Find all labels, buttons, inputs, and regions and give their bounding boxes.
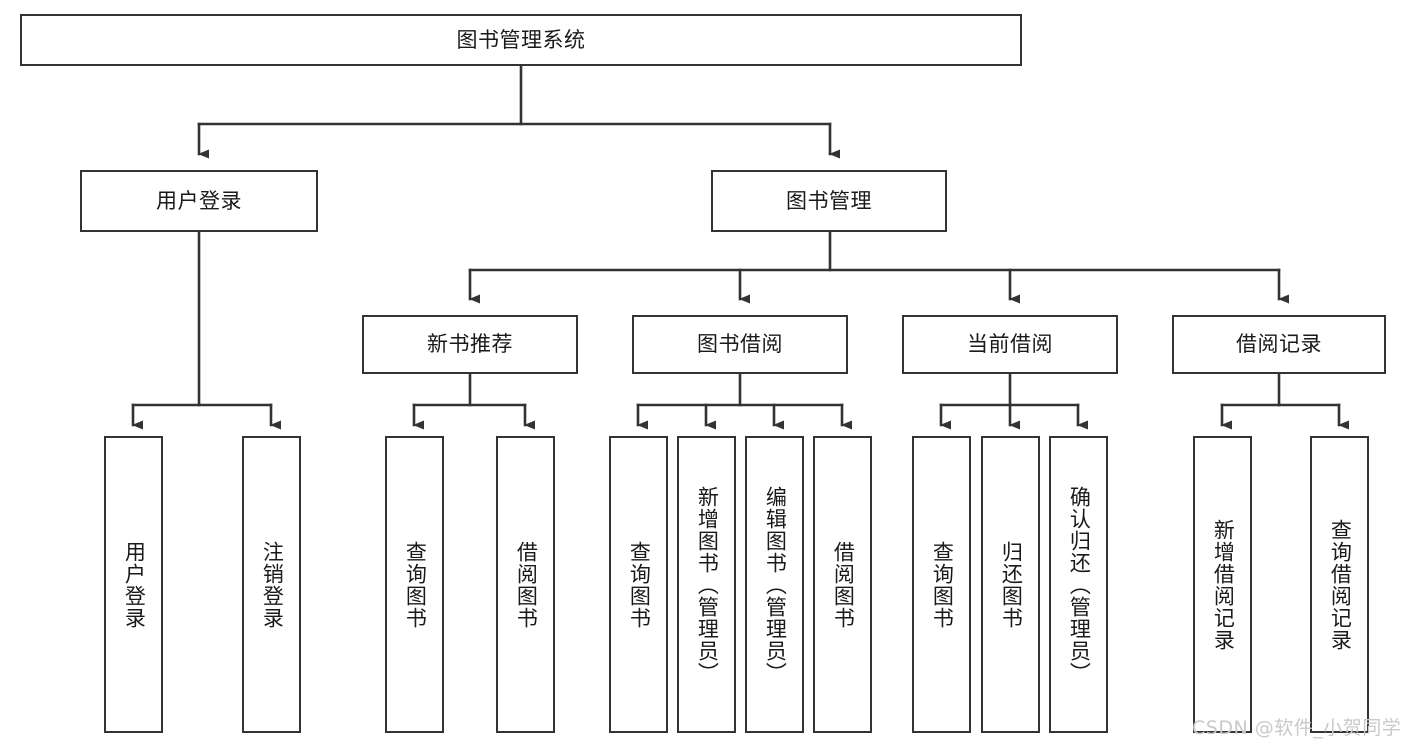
node-current-borrow[interactable]: 当前借阅 bbox=[902, 315, 1118, 374]
leaf-recommend-query-book[interactable]: 查询图书 bbox=[385, 436, 444, 733]
leaf-borrow-query-book-label: 查询图书 bbox=[627, 540, 652, 629]
leaf-record-add-label: 新增借阅记录 bbox=[1211, 518, 1236, 651]
csdn-watermark: CSDN @软件_小贺同学 bbox=[1192, 713, 1401, 740]
node-current-borrow-label: 当前借阅 bbox=[967, 332, 1053, 357]
leaf-borrow-borrow-book-label: 借阅图书 bbox=[831, 540, 856, 629]
leaf-user-login-label: 用户登录 bbox=[122, 540, 147, 629]
leaf-current-return-book-label: 归还图书 bbox=[999, 540, 1024, 629]
leaf-user-logout[interactable]: 注销登录 bbox=[242, 436, 301, 733]
node-user-login-label: 用户登录 bbox=[156, 188, 242, 213]
leaf-borrow-add-book[interactable]: 新增图书（管理员） bbox=[677, 436, 736, 733]
leaf-record-query-label: 查询借阅记录 bbox=[1328, 518, 1353, 651]
leaf-recommend-borrow-book[interactable]: 借阅图书 bbox=[496, 436, 555, 733]
node-root[interactable]: 图书管理系统 bbox=[20, 14, 1022, 66]
leaf-user-login[interactable]: 用户登录 bbox=[104, 436, 163, 733]
leaf-current-return-book[interactable]: 归还图书 bbox=[981, 436, 1040, 733]
node-book-management-label: 图书管理 bbox=[786, 188, 872, 213]
leaf-borrow-edit-book[interactable]: 编辑图书（管理员） bbox=[745, 436, 804, 733]
leaf-borrow-query-book[interactable]: 查询图书 bbox=[609, 436, 668, 733]
leaf-current-query-book-label: 查询图书 bbox=[930, 540, 955, 629]
node-book-management[interactable]: 图书管理 bbox=[711, 170, 947, 232]
node-new-book-recommend-label: 新书推荐 bbox=[427, 332, 513, 357]
leaf-recommend-query-book-label: 查询图书 bbox=[403, 540, 428, 629]
leaf-borrow-add-book-label: 新增图书（管理员） bbox=[695, 485, 720, 684]
node-root-label: 图书管理系统 bbox=[456, 27, 586, 52]
leaf-record-add[interactable]: 新增借阅记录 bbox=[1193, 436, 1252, 733]
node-user-login[interactable]: 用户登录 bbox=[80, 170, 318, 232]
node-new-book-recommend[interactable]: 新书推荐 bbox=[362, 315, 578, 374]
leaf-borrow-borrow-book[interactable]: 借阅图书 bbox=[813, 436, 872, 733]
node-borrow-record-label: 借阅记录 bbox=[1236, 332, 1322, 357]
leaf-record-query[interactable]: 查询借阅记录 bbox=[1310, 436, 1369, 733]
leaf-user-logout-label: 注销登录 bbox=[260, 540, 285, 629]
leaf-current-query-book[interactable]: 查询图书 bbox=[912, 436, 971, 733]
leaf-recommend-borrow-book-label: 借阅图书 bbox=[514, 540, 539, 629]
node-book-borrow[interactable]: 图书借阅 bbox=[632, 315, 848, 374]
leaf-current-confirm-return[interactable]: 确认归还（管理员） bbox=[1049, 436, 1108, 733]
leaf-current-confirm-return-label: 确认归还（管理员） bbox=[1067, 485, 1092, 684]
node-book-borrow-label: 图书借阅 bbox=[697, 332, 783, 357]
csdn-watermark-text: CSDN @软件_小贺同学 bbox=[1192, 717, 1402, 739]
leaf-borrow-edit-book-label: 编辑图书（管理员） bbox=[763, 485, 788, 684]
node-borrow-record[interactable]: 借阅记录 bbox=[1172, 315, 1386, 374]
